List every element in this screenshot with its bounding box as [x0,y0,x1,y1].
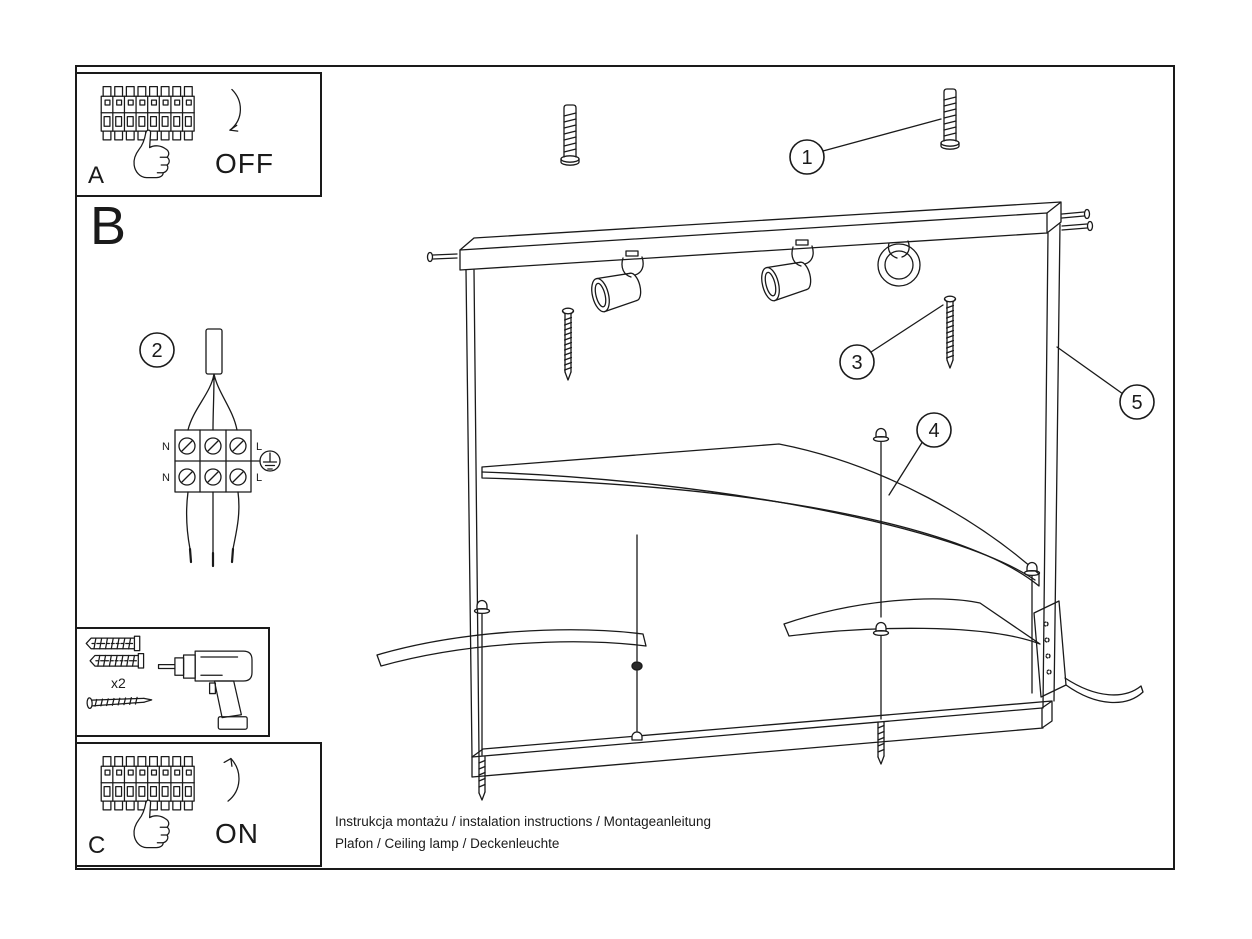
fastener-rod-end [1023,561,1041,694]
end-bracket [1033,600,1144,704]
wiring-diagram: N L N L [162,328,281,568]
svg-text:4: 4 [928,420,939,442]
footer-line-1: Instrukcja montażu / instalation instruc… [335,814,711,829]
svg-text:2: 2 [151,340,162,362]
terminal-label-n-top: N [162,441,170,453]
arrow-up-head-icon [223,757,233,767]
callout-2: 2 [139,332,175,368]
panel-a-label: A [88,162,105,189]
frame-right-upright [1042,223,1061,709]
wall-plug-icon [89,652,145,669]
callout-4-leader [888,440,924,496]
off-label: OFF [215,148,274,179]
exploded-view-drawing: N L N L 1 2 3 4 5 [139,88,1155,801]
terminal-label-l-top: L [256,441,262,453]
breaker-off-illustration [100,85,241,179]
fastener-rod-top [872,427,890,618]
svg-text:5: 5 [1131,392,1142,414]
mounting-screw-2 [943,295,957,369]
mounting-screw-1 [561,307,575,381]
hand-icon [133,129,170,179]
wall-anchor-1 [560,104,580,166]
sheet-border: N L N L 1 2 3 4 5 [75,65,1175,870]
panel-breaker-on: ON C [77,742,322,867]
screw-icon [86,693,153,710]
frame-left-upright [465,269,480,758]
wall-anchor-2 [940,88,960,150]
mounting-rail [459,201,1062,271]
arrow-down-icon [229,88,241,131]
glass-panel-bottom-left [376,629,647,667]
terminal-label-n-bottom: N [162,472,170,484]
panel-breaker-off: OFF A [77,72,322,197]
rail-end-screw-left [426,251,458,263]
callout-3-leader [870,304,944,353]
section-b-label: B [90,196,127,256]
cable-sheath [205,328,223,375]
fastener-rod-right [872,621,890,765]
callout-5: 5 [1056,346,1155,420]
svg-text:1: 1 [801,147,812,169]
callout-3: 3 [839,304,944,380]
panel-c-label: C [88,832,106,859]
glass-panel-top [481,443,1040,587]
ground-symbol-icon [250,450,281,472]
spotlight-1 [591,250,644,313]
callout-1-leader [822,118,942,152]
terminal-label-l-bottom: L [256,472,262,484]
dowel-count-label: x2 [111,675,126,691]
fastener-rod-left [473,599,491,801]
spotlight-lens [877,240,921,287]
callout-4: 4 [888,412,952,496]
wall-plug-icon [85,635,141,652]
svg-text:3: 3 [851,352,862,374]
arrow-down-head-icon [229,124,239,132]
rail-end-screws-right [1061,208,1094,232]
dowel-drill-illustration [85,635,253,730]
spotlight-2 [761,239,814,302]
hand-icon [133,799,170,849]
glass-panel-bottom-right [783,598,1041,645]
footer-line-2: Plafon / Ceiling lamp / Deckenleuchte [335,836,560,851]
on-label: ON [215,818,259,849]
callout-5-leader [1056,346,1124,395]
callout-1: 1 [789,118,942,175]
panel-drill-dowels: x2 [77,627,270,737]
fastener-rod-center [631,534,643,741]
frame-bottom-rail [471,700,1053,778]
terminal-block [174,429,252,493]
arrow-up-icon [227,757,240,802]
drill-icon [157,650,253,730]
footer: Instrukcja montażu / instalation instruc… [335,811,711,855]
breaker-on-illustration [100,755,240,849]
